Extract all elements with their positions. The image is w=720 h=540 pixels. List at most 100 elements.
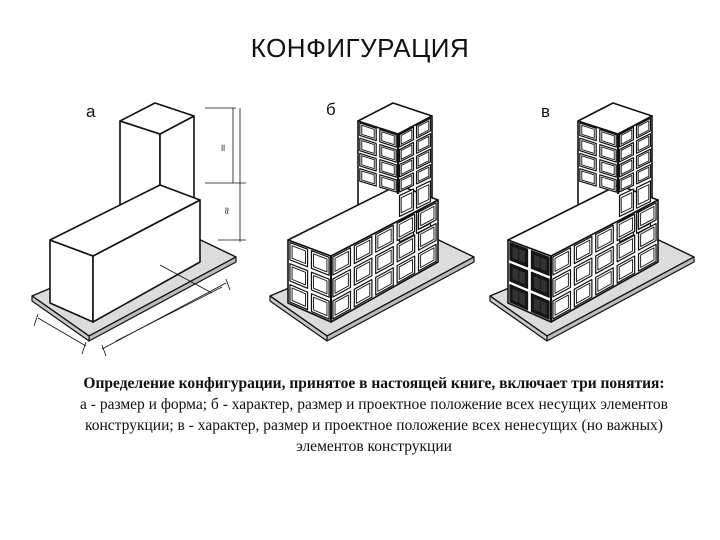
panel-label-a: а [86, 102, 96, 121]
tower-left-window-pane [581, 155, 595, 170]
panel-label-b: б [326, 100, 336, 119]
tower-right-window-pane [400, 174, 413, 190]
wing-right-window-pane [618, 238, 634, 259]
base-dimension-line [115, 286, 223, 342]
tower-left-window-pane [581, 140, 595, 154]
wing-right-window-pane [355, 261, 371, 283]
wing-right-window-pane [420, 247, 435, 268]
tower-left-window-pane [581, 170, 595, 185]
base-tick [81, 341, 87, 355]
tower-lower-window-pane [620, 192, 633, 214]
wing-right-window-pane [640, 247, 655, 268]
wing-right-window-pane [398, 238, 414, 259]
tower-right-window-pane [637, 151, 650, 167]
dimension-mark: = [218, 144, 229, 152]
caption-lead: Определение конфигурации, принятое в нас… [83, 375, 665, 392]
wing-right-window-pane [640, 226, 655, 248]
wing-right-window-pane [398, 259, 414, 280]
wing-left-window-pane [313, 296, 328, 317]
wing-right-window-pane [554, 250, 569, 272]
building-b-drawing [269, 102, 475, 342]
wing-left-window-pane [291, 266, 306, 286]
tower-left-window-pane [381, 146, 395, 161]
tower-right-window-pane [637, 135, 650, 152]
tower-lower-window-pane [400, 192, 413, 214]
dimension-mark: ≈ [222, 207, 233, 215]
wing-right-window-pane [597, 270, 612, 292]
wing-right-window-pane [398, 217, 414, 238]
page-title: КОНФИГУРАЦИЯ [250, 33, 470, 63]
wing-right-window-pane [377, 249, 392, 271]
wing-right-window-pane [618, 217, 634, 238]
tower-roof [357, 102, 433, 135]
wing-right-window-pane [618, 259, 634, 280]
base-tick [33, 313, 39, 327]
wing-right-window-pane [377, 270, 392, 292]
tower-left-window-pane [601, 161, 615, 176]
tower-right-window-pane [620, 144, 633, 160]
tower-right-window-pane [400, 144, 413, 160]
tower-left-window-pane [601, 131, 615, 146]
tower-left-window-pane [601, 146, 615, 161]
wing-left-window-pane [291, 287, 306, 307]
wing-right-window-pane [355, 282, 371, 304]
tower-left-window-pane [381, 131, 395, 146]
caption-body: а - размер и форма; б - характер, размер… [80, 396, 668, 455]
panel-label-v: в [541, 102, 551, 121]
base-tick [225, 278, 231, 291]
building-a-drawing [31, 102, 237, 342]
wing-right-window-pane [575, 282, 591, 304]
wing-right-window-pane [597, 249, 612, 271]
tower-left-window-pane [581, 124, 595, 139]
wing-right-window-pane [334, 250, 349, 272]
tower-left-window-pane [361, 155, 375, 170]
base-dimension-line [37, 317, 87, 347]
tower-lower-window-pane [417, 184, 430, 205]
tower-left-window-pane [361, 170, 375, 185]
tower-left-window-pane [361, 140, 375, 154]
tower-left-window-pane [381, 176, 395, 191]
tower-left-window-pane [381, 161, 395, 176]
wing-right-window-pane [575, 239, 591, 261]
tower-roof [577, 102, 653, 135]
wing-right-window-pane [597, 228, 612, 249]
wing-right-window-pane [554, 272, 569, 294]
wing-left-window-pane [291, 245, 306, 264]
wing-right-window-pane [334, 294, 349, 316]
tower-left-window-pane [601, 176, 615, 191]
base-tick [101, 344, 107, 357]
wing-right-window-pane [554, 294, 569, 316]
tower-right-window-pane [417, 151, 430, 167]
tower-right-window-pane [400, 159, 413, 175]
tower-right-window-pane [417, 166, 430, 182]
tower-right-window-pane [417, 120, 430, 136]
tower-right-window-pane [620, 174, 633, 190]
tower-right-window-pane [637, 120, 650, 136]
base-dimension-line [159, 264, 213, 294]
tower-lower-window-pane [637, 184, 650, 205]
tower-right-window-pane [620, 129, 633, 145]
wing-right-window-pane [420, 205, 435, 227]
dimension-lines: =≈ [33, 107, 246, 357]
wing-right-window-pane [377, 228, 392, 249]
wing-right-window-pane [334, 272, 349, 294]
tower-left-window-pane [361, 124, 375, 139]
tower-roof [119, 102, 195, 135]
tower-right-window-pane [620, 159, 633, 175]
building-v-drawing [489, 102, 695, 342]
wing-right-window-pane [575, 261, 591, 283]
wing-roof [49, 184, 201, 257]
foundation-edge [489, 295, 548, 342]
wing-left-window-pane [313, 253, 328, 273]
foundation-edge [31, 295, 90, 342]
wing-right-window-pane [355, 239, 371, 261]
tower-right-window-pane [637, 166, 650, 182]
wing-right-window-pane [420, 226, 435, 248]
wing-left-window-pane [313, 275, 328, 295]
tower-right-window-pane [417, 135, 430, 152]
tower-right-window-pane [400, 129, 413, 145]
wing-right-window-pane [640, 205, 655, 227]
figure-caption: Определение конфигурации, принятое в нас… [60, 373, 688, 457]
foundation-edge [269, 295, 328, 342]
